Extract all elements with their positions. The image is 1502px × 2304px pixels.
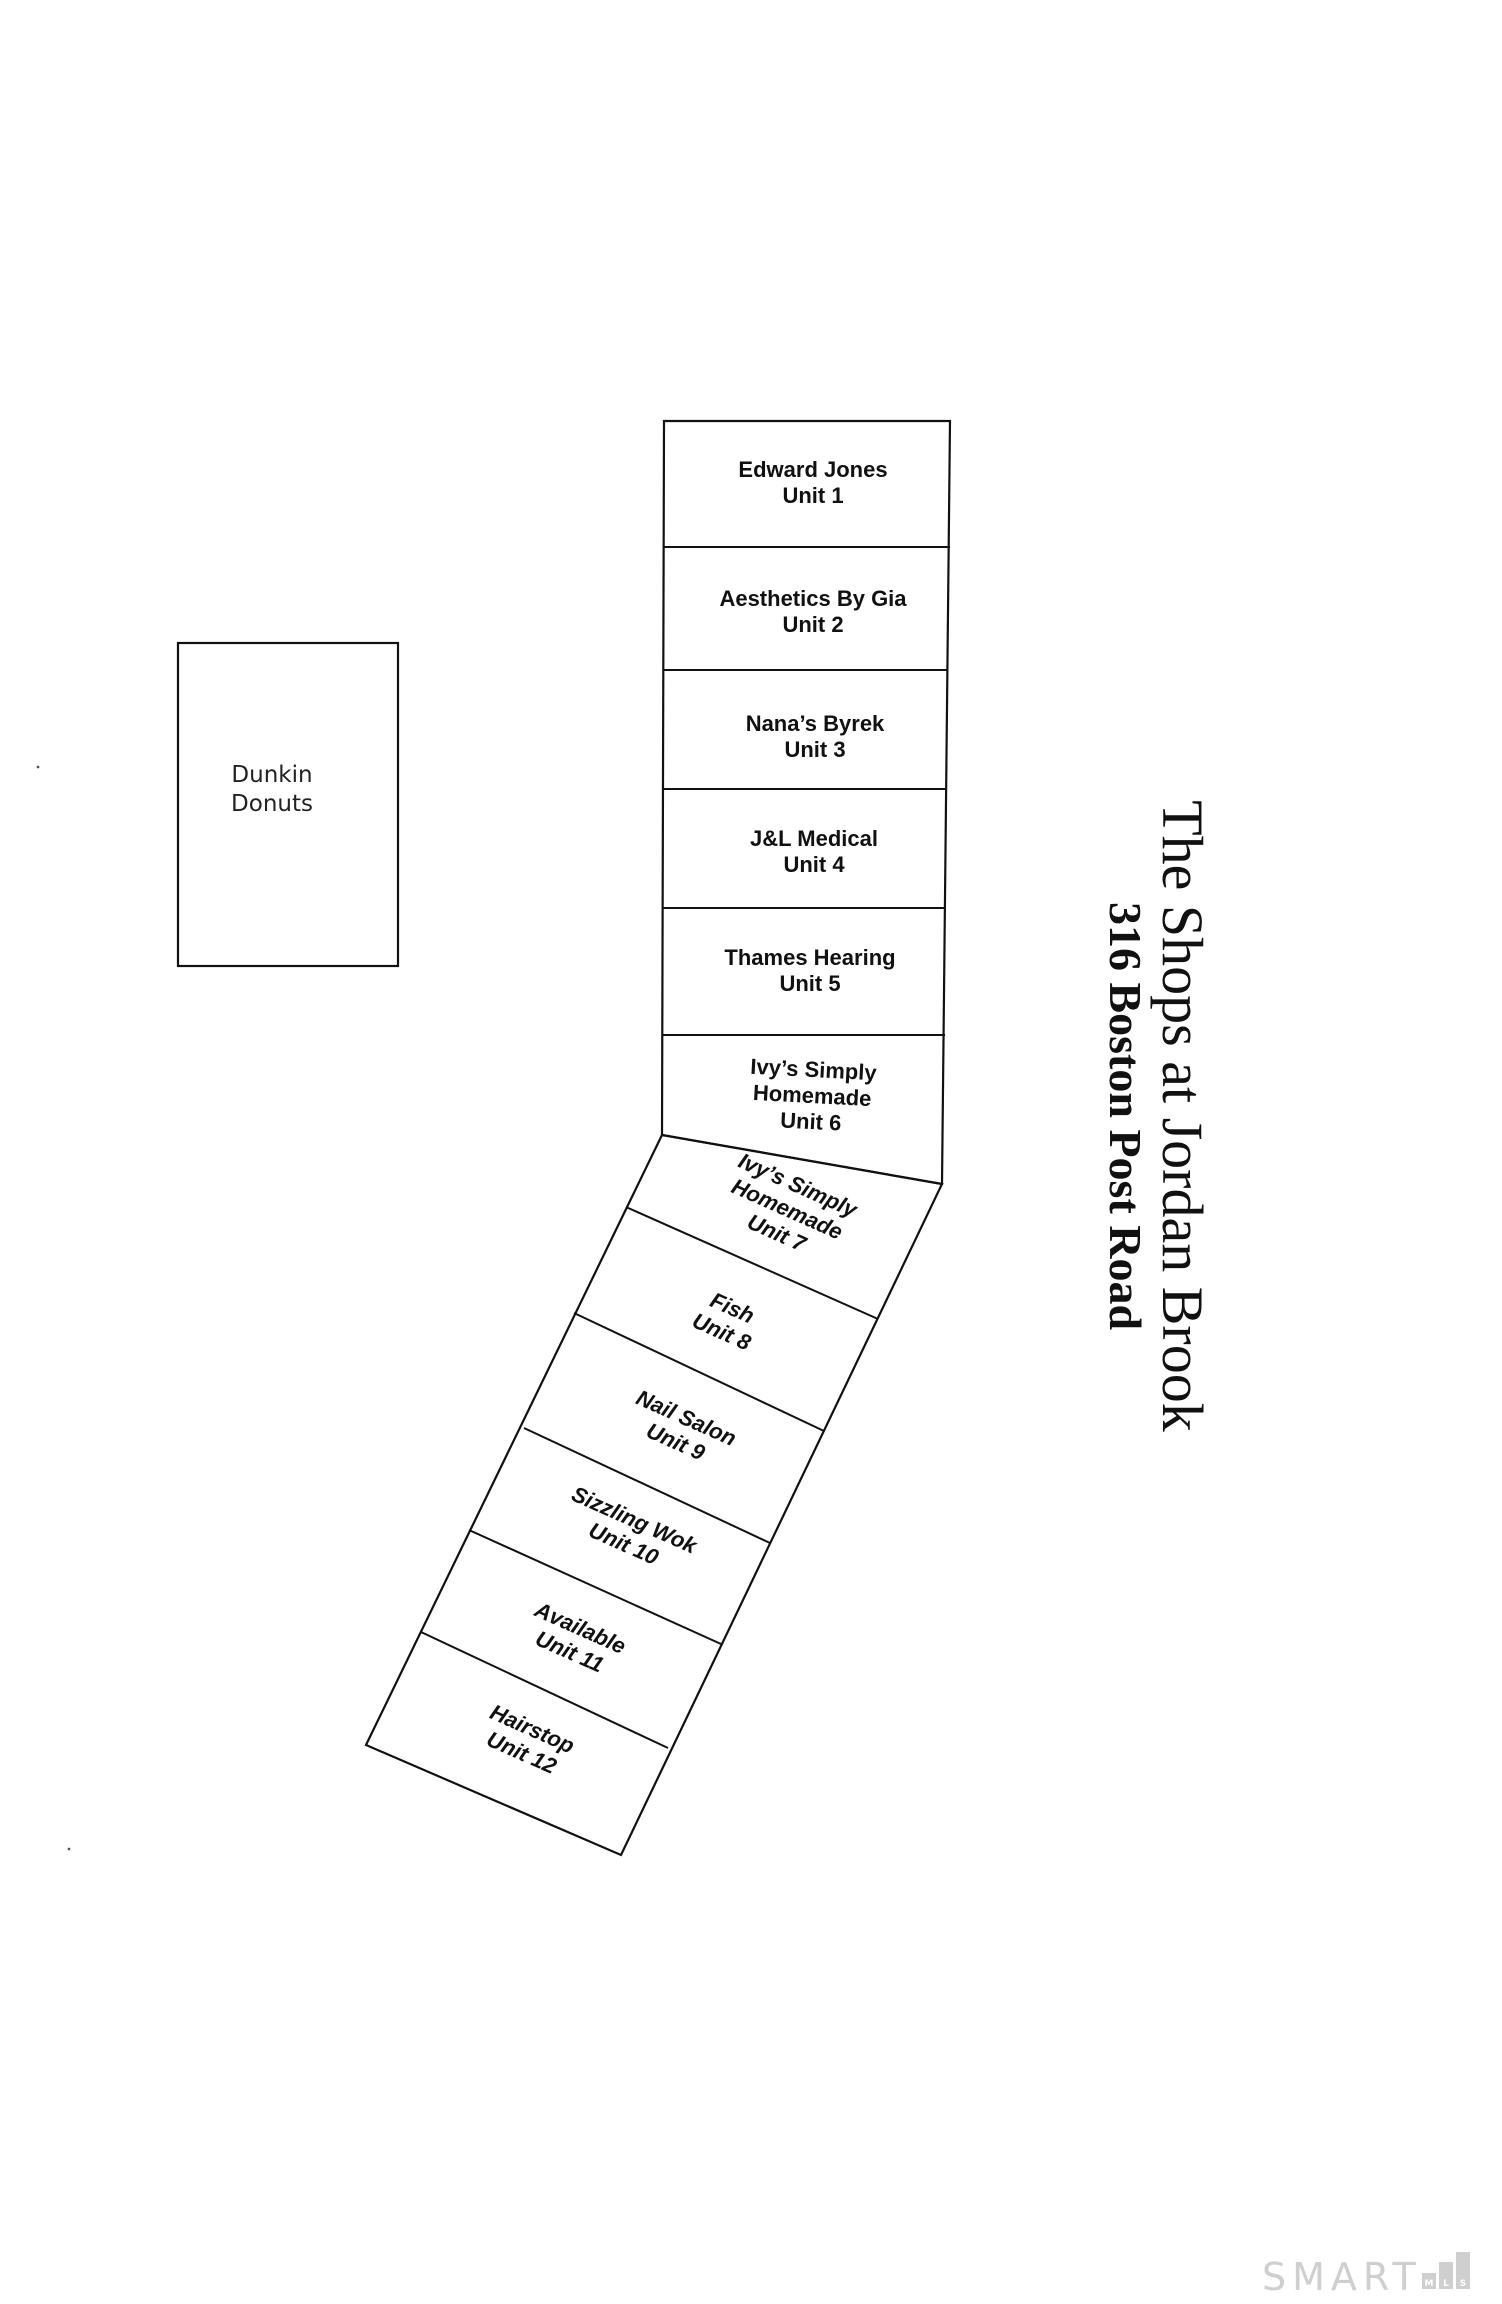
watermark-box-s (1456, 2252, 1470, 2289)
outparcel-dunkin-donuts: Dunkin Donuts (176, 641, 400, 968)
unit-1-tenant: Edward Jones (738, 457, 887, 482)
unit-4: J&L Medical Unit 4 (750, 826, 878, 877)
unit-5: Thames Hearing Unit 5 (724, 945, 895, 996)
unit-3-tenant: Nana’s Byrek (746, 711, 885, 736)
unit-1-number: Unit 1 (782, 483, 843, 508)
unit-5-tenant: Thames Hearing (724, 945, 895, 970)
building-lower-wing: Ivy’s Simply Homemade Unit 7 Fish Unit 8… (364, 1133, 944, 1857)
unit-6-number: Unit 6 (780, 1107, 842, 1135)
building-upper-wing: Edward Jones Unit 1 Aesthetics By Gia Un… (660, 419, 952, 1186)
property-title: The Shops at Jordan Brook 316 Boston Pos… (1100, 800, 1215, 1432)
unit-5-number: Unit 5 (779, 971, 840, 996)
divider-unit8-unit9 (573, 1312, 825, 1432)
property-name: The Shops at Jordan Brook (1150, 800, 1215, 1432)
outparcel-outline (176, 641, 400, 968)
scan-speck (36, 765, 40, 769)
watermark-brand: SMART (1262, 2255, 1422, 2299)
unit-6-tenant-line2: Homemade (752, 1080, 872, 1111)
smartmls-watermark: SMART M L S (1262, 2252, 1470, 2299)
unit-12: Hairstop Unit 12 (483, 1699, 578, 1779)
watermark-letter-m: M (1425, 2279, 1434, 2289)
scan-speck (67, 1847, 71, 1851)
unit-2-number: Unit 2 (782, 612, 843, 637)
unit-3: Nana’s Byrek Unit 3 (746, 711, 885, 762)
outparcel-label-line1: Dunkin (231, 762, 312, 788)
divider-unit11-unit12 (420, 1631, 669, 1749)
outparcel-label-line2: Donuts (231, 791, 313, 817)
unit-6: Ivy’s Simply Homemade Unit 6 (750, 1054, 878, 1136)
watermark-box-m (1422, 2273, 1436, 2289)
unit-10: Sizzling Wok Unit 10 (568, 1481, 702, 1570)
divider-unit9-unit10 (523, 1427, 771, 1544)
unit-11: Available Unit 11 (530, 1596, 629, 1677)
unit-4-tenant: J&L Medical (750, 826, 878, 851)
watermark-letter-s: S (1460, 2279, 1466, 2289)
unit-2: Aesthetics By Gia Unit 2 (719, 586, 907, 637)
divider-unit10-unit11 (468, 1529, 722, 1645)
divider-unit7-unit8 (625, 1206, 879, 1320)
unit-4-number: Unit 4 (783, 852, 845, 877)
lower-wing-outline (364, 1133, 944, 1857)
property-address: 316 Boston Post Road (1100, 902, 1151, 1331)
unit-1: Edward Jones Unit 1 (738, 457, 887, 508)
unit-8: Fish Unit 8 (689, 1287, 758, 1356)
watermark-box-l (1439, 2262, 1453, 2289)
unit-3-number: Unit 3 (784, 737, 845, 762)
unit-9: Nail Salon Unit 9 (633, 1385, 740, 1466)
watermark-letter-l: L (1443, 2279, 1449, 2289)
unit-2-tenant: Aesthetics By Gia (719, 586, 907, 611)
